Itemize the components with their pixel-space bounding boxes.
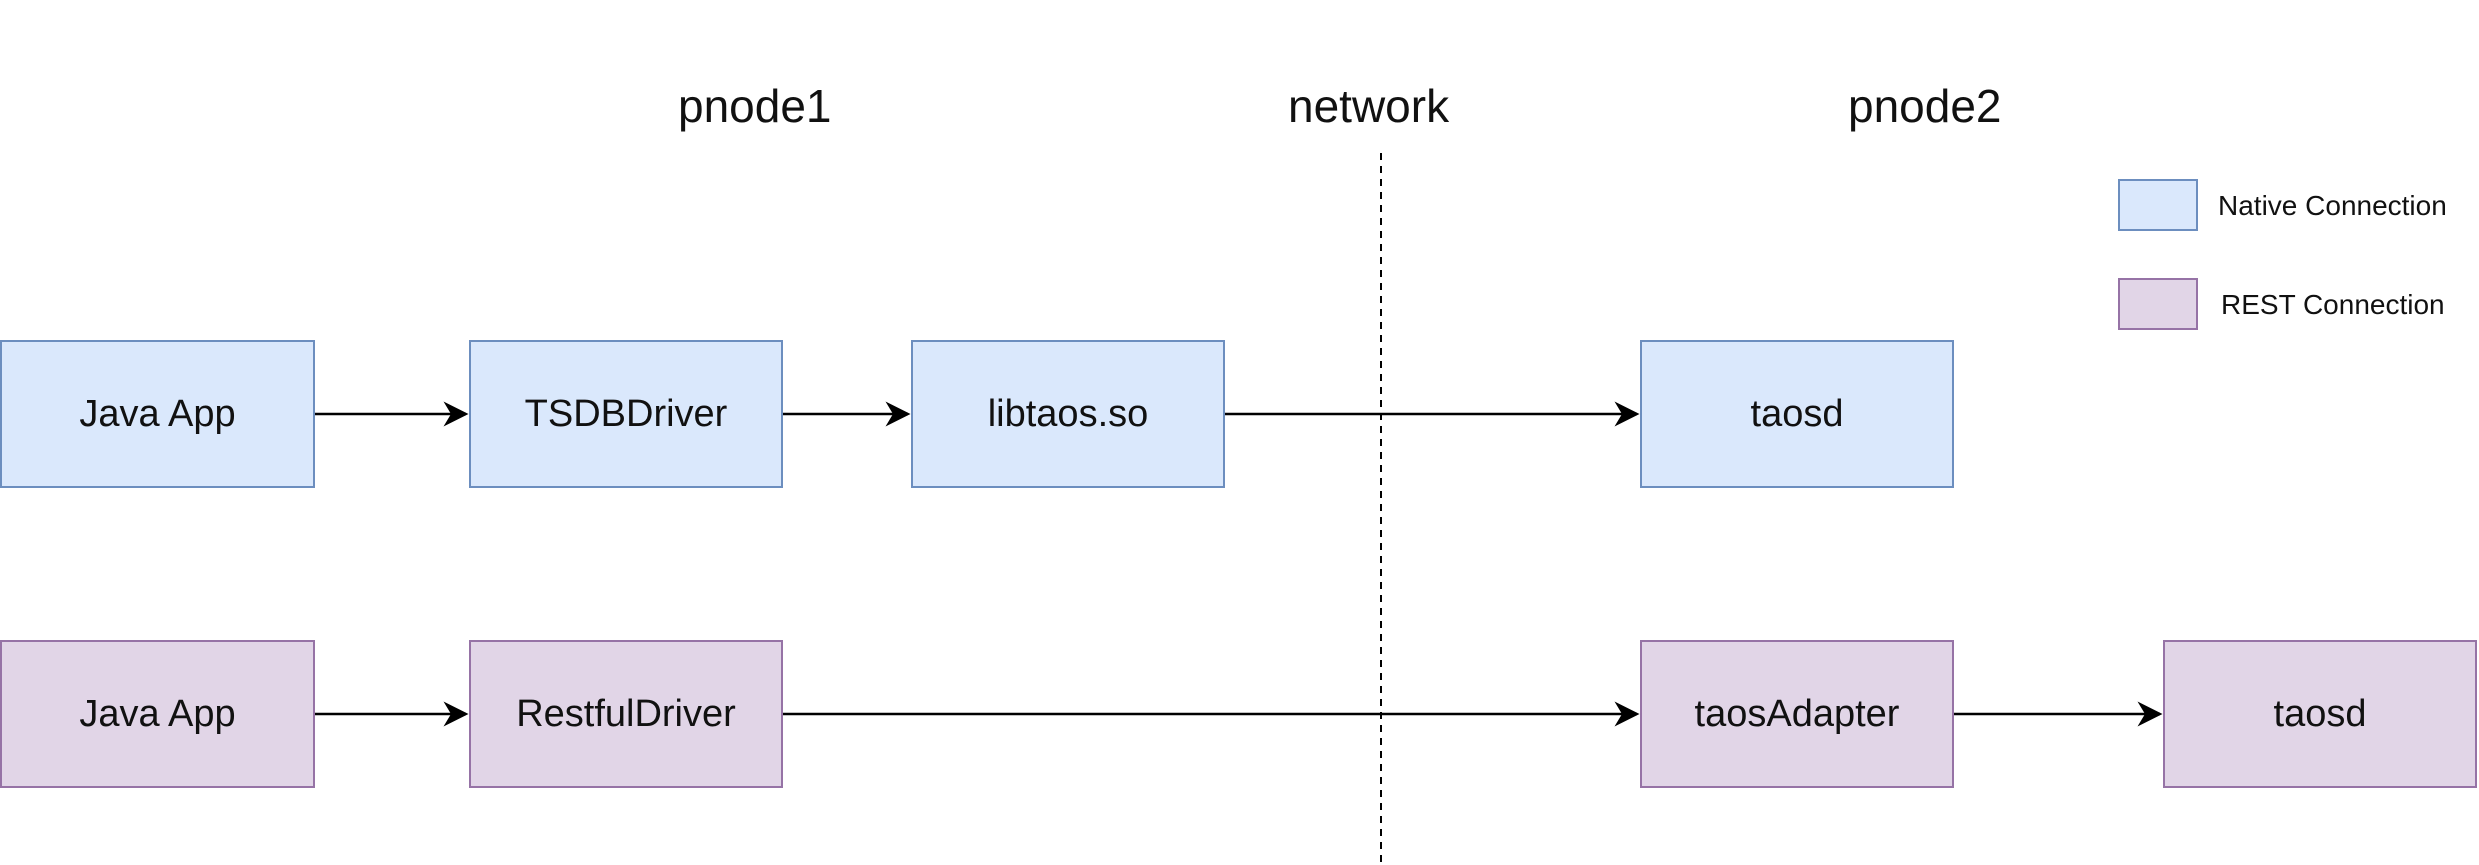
native-taosd-box: taosd bbox=[1640, 340, 1954, 488]
pnode1-heading: pnode1 bbox=[678, 80, 832, 132]
legend-native-swatch bbox=[2118, 179, 2198, 231]
libtaos-box: libtaos.so bbox=[911, 340, 1225, 488]
legend-rest-swatch bbox=[2118, 278, 2198, 330]
taosadapter-box: taosAdapter bbox=[1640, 640, 1954, 788]
tsdbdriver-box: TSDBDriver bbox=[469, 340, 783, 488]
restfuldriver-box: RestfulDriver bbox=[469, 640, 783, 788]
network-heading: network bbox=[1288, 80, 1450, 132]
legend-native-label: Native Connection bbox=[2218, 190, 2447, 221]
legend-rest-label: REST Connection bbox=[2221, 289, 2445, 320]
pnode2-heading: pnode2 bbox=[1848, 80, 2002, 132]
native-java-app-box: Java App bbox=[0, 340, 315, 488]
rest-taosd-box: taosd bbox=[2163, 640, 2477, 788]
rest-java-app-box: Java App bbox=[0, 640, 315, 788]
